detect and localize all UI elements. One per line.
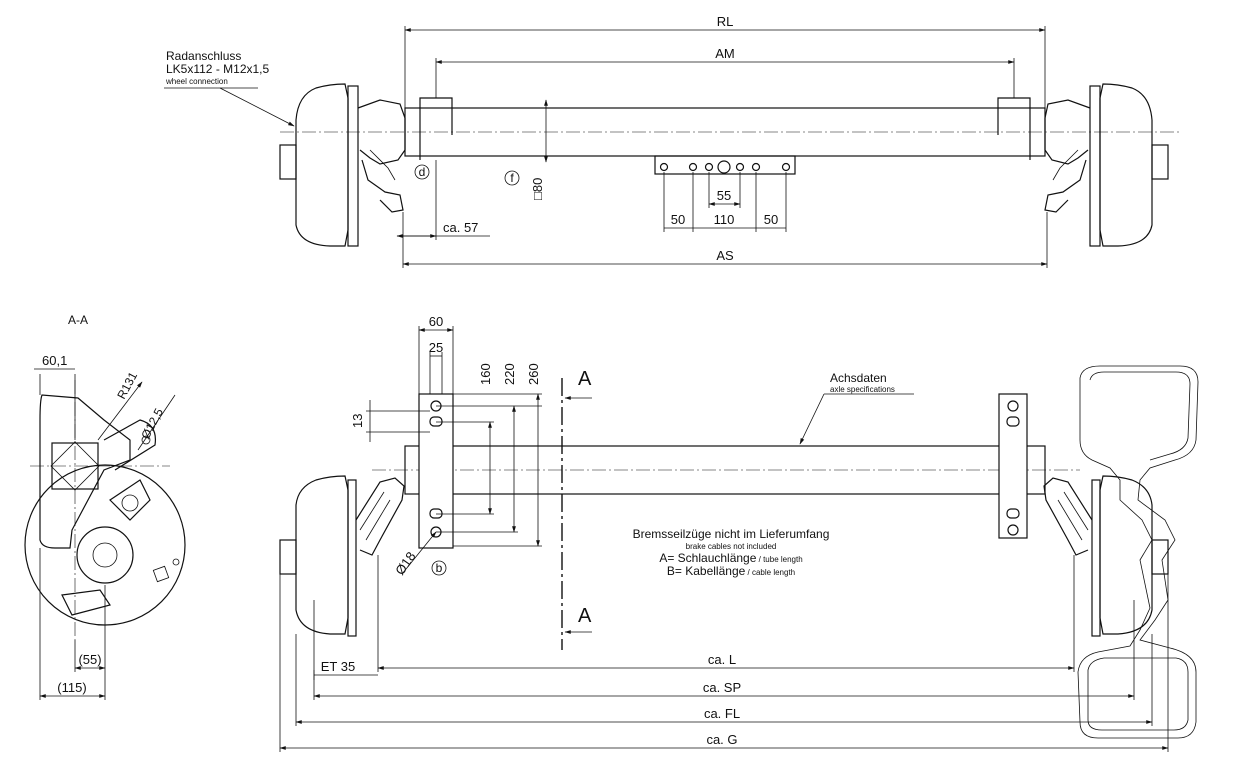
front-right-mount-bracket	[998, 393, 1028, 539]
top-right-brake-drum	[1044, 83, 1169, 247]
label-wheel-connection-en: wheel connection	[165, 77, 228, 86]
marker-f: f	[510, 171, 514, 185]
dim-50-left: 50	[671, 212, 685, 227]
marker-d: d	[419, 165, 426, 179]
label-axle-data-en: axle specifications	[830, 385, 895, 394]
note-brake-cables-de: Bremsseilzüge nicht im Lieferumfang	[633, 527, 830, 541]
section-mark-a-top: A	[578, 368, 592, 390]
dim-et35: ET 35	[321, 659, 355, 674]
dim-rl: RL	[717, 14, 734, 29]
dim-as: AS	[716, 248, 734, 263]
top-right-u-bolt	[997, 97, 1031, 160]
section-mark-a-bottom: A	[578, 605, 592, 627]
top-left-brake-drum	[279, 83, 406, 247]
dim-ca-sp: ca. SP	[703, 680, 741, 695]
label-wheel-connection-de: Radanschluss	[166, 49, 241, 63]
dim-110: 110	[714, 212, 735, 227]
top-left-u-bolt	[419, 97, 453, 160]
front-right-brake-drum	[1043, 475, 1169, 637]
dim-ca-g: ca. G	[706, 732, 737, 747]
dim-dia12-5: Ø12,5	[138, 406, 166, 442]
dim-r131: R131	[114, 369, 140, 401]
wheel-tire-outline	[1077, 365, 1199, 739]
dim-260: 260	[526, 363, 541, 385]
front-left-brake-drum	[279, 475, 405, 637]
dim-25: 25	[429, 340, 443, 355]
dim-am: AM	[715, 46, 735, 61]
dim-115-paren: (115)	[57, 680, 86, 695]
dim-ca-l: ca. L	[708, 652, 736, 667]
dim-55-paren: (55)	[78, 652, 101, 667]
label-wheel-connection-spec: LK5x112 - M12x1,5	[166, 62, 269, 76]
top-mount-holes	[659, 160, 791, 174]
section-title: A-A	[68, 313, 88, 327]
dim-220: 220	[502, 363, 517, 385]
label-axle-data-de: Achsdaten	[830, 371, 887, 385]
front-left-mount-bracket	[418, 393, 454, 549]
dim-50-right: 50	[764, 212, 778, 227]
dim-square80: □80	[530, 178, 545, 200]
dim-60: 60	[429, 314, 443, 329]
dim-ca-fl: ca. FL	[704, 706, 740, 721]
marker-b: b	[436, 561, 443, 575]
dim-55-top: 55	[717, 188, 731, 203]
dim-60-1: 60,1	[42, 353, 67, 368]
front-view: A A 60 25 160 220 260 13 Ø18 b	[279, 314, 1199, 752]
dim-ca57: ca. 57	[443, 220, 478, 235]
note-cable-length: B= Kabellänge / cable length	[667, 564, 795, 578]
top-view: RL AM AS ca. 57 □80 50 110 50 55 d	[164, 14, 1180, 268]
note-tube-length: A= Schlauchlänge / tube length	[659, 551, 802, 565]
dim-160: 160	[478, 363, 493, 385]
dim-13: 13	[350, 414, 365, 428]
dim-dia18: Ø18	[392, 549, 418, 578]
note-brake-cables-en: brake cables not included	[686, 542, 777, 551]
top-center-mount-plate	[654, 155, 796, 175]
section-view-a-a: A-A 60,1 R131 Ø12,5 (55) (115)	[24, 313, 186, 700]
